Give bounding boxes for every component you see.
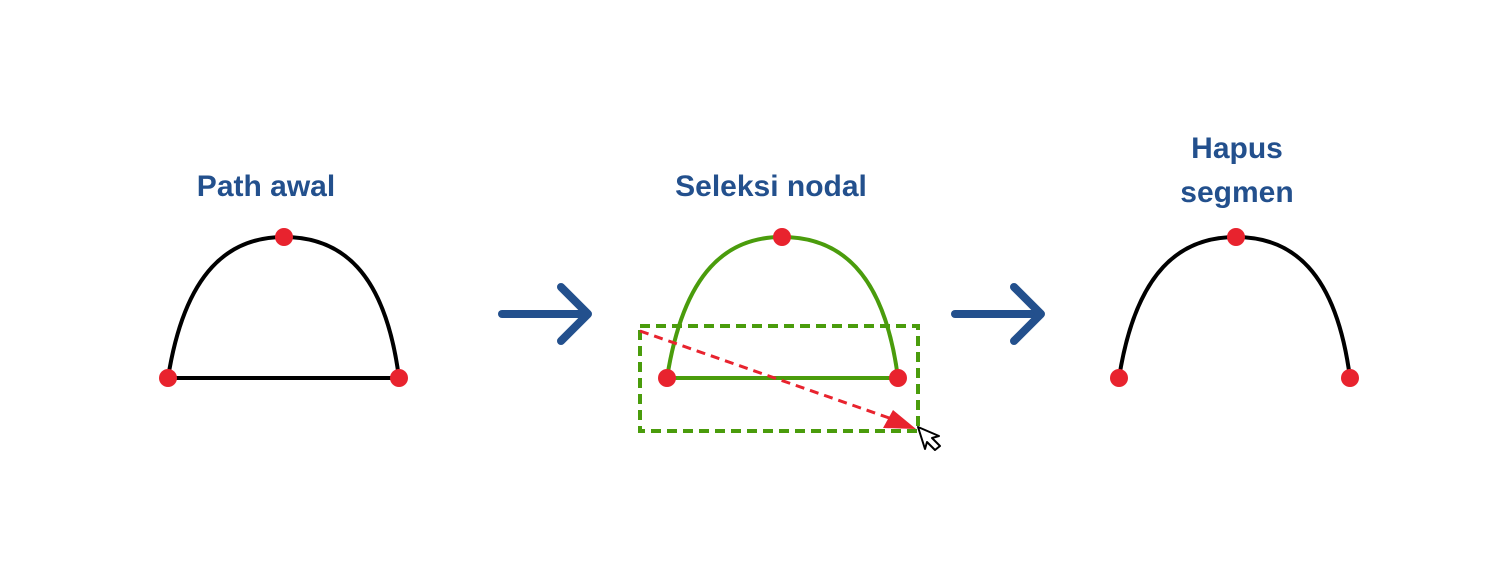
flow-arrow-2 [951,283,1045,345]
panel-title-node-selection: Seleksi nodal [675,170,867,203]
node-right [1341,369,1359,387]
node-left [159,369,177,387]
node-top [773,228,791,246]
arrow-right-icon [498,283,592,345]
panel-title-line-1: Hapus [1191,132,1283,165]
panel-delete-segment [1110,228,1359,387]
node-top [1227,228,1245,246]
node-left [1110,369,1128,387]
panel-title-line-2: segmen [1180,176,1294,209]
arrow-right-icon [951,283,1045,345]
node-right [390,369,408,387]
panel-title-delete-segment: Hapus segmen [1180,127,1293,215]
flow-arrow-1 [498,283,592,345]
panel-node-selection [638,228,941,451]
node-left [658,369,676,387]
selection-box [638,324,920,433]
path-arc [166,234,401,379]
mouse-pointer-icon [917,426,941,451]
drag-arrowhead [883,410,916,429]
node-right [889,369,907,387]
panel-original-path [159,228,408,387]
node-top [275,228,293,246]
path-arc-open [1117,234,1352,379]
drag-direction-line [639,329,896,422]
selected-path-arc [665,234,900,379]
panel-title-original-path: Path awal [196,170,336,203]
